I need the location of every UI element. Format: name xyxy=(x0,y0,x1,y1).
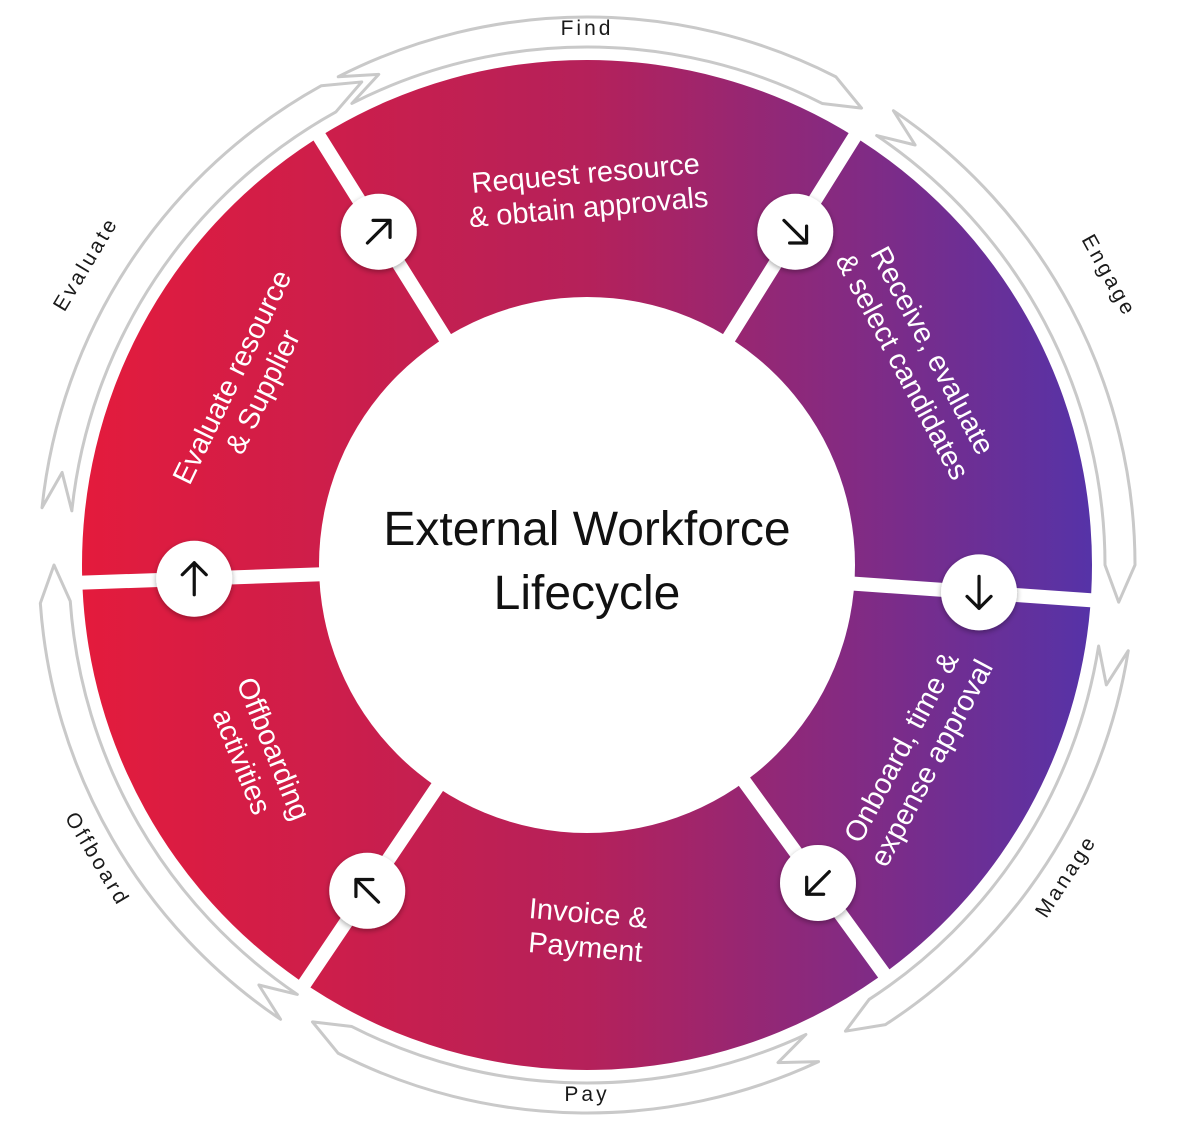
segment-request xyxy=(325,60,849,340)
arrow-up-icon xyxy=(156,540,233,617)
phase-arc-evaluate xyxy=(40,80,364,513)
arrow-down-icon xyxy=(941,554,1018,631)
center-circle xyxy=(319,297,855,833)
arrow-down-left-icon xyxy=(780,844,856,921)
phase-ring xyxy=(38,15,1137,1115)
phase-label-pay: Pay xyxy=(564,1083,609,1106)
phase-label-find: Find xyxy=(561,17,614,40)
center-title-line1: External Workforce xyxy=(383,503,790,556)
phase-arc-pay xyxy=(310,1020,821,1115)
phase-label-engage: Engage xyxy=(1077,231,1141,321)
arrow-up-right-icon xyxy=(340,193,417,270)
arrow-down-right-icon xyxy=(757,193,834,270)
arrow-markers xyxy=(156,193,1018,929)
arrow-up-left-icon xyxy=(329,852,406,929)
phase-arc-manage xyxy=(843,644,1130,1033)
segment-invoice xyxy=(310,781,879,1071)
phase-arc-engage xyxy=(875,109,1137,604)
phase-arc-find xyxy=(336,15,864,110)
phase-arc-offboard xyxy=(38,563,299,1021)
center-title-line2: Lifecycle xyxy=(494,567,681,620)
